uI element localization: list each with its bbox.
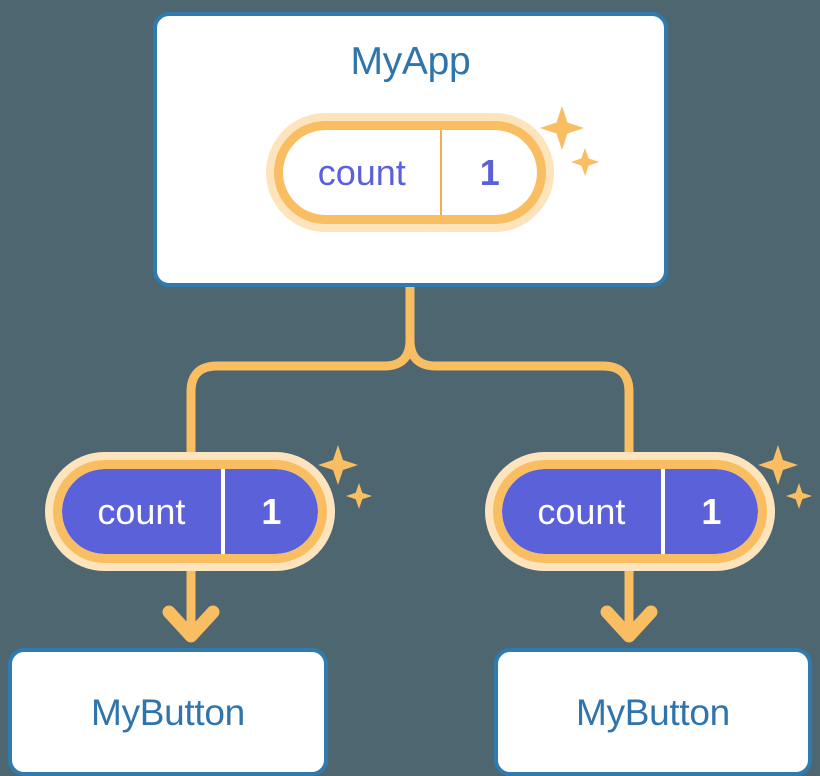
arrow-down-icon-left [162, 571, 220, 643]
page-title: MyApp [350, 40, 471, 83]
state-pill-name: count [62, 469, 221, 554]
state-pill-myapp-count[interactable]: count 1 [266, 113, 554, 232]
state-pill-inner: count 1 [502, 469, 758, 554]
state-pill-inner: count 1 [283, 130, 537, 215]
arrow-down-icon-right [600, 571, 658, 643]
component-card-mybutton-left[interactable]: MyButton [8, 648, 328, 776]
state-pill-value: 1 [479, 151, 500, 193]
state-pill-value: 1 [224, 469, 318, 554]
state-pill-name: count [317, 151, 406, 193]
state-pill-value: 1 [664, 469, 758, 554]
component-card-title: MyButton [576, 691, 730, 733]
component-card-mybutton-right[interactable]: MyButton [494, 648, 812, 776]
state-pill-inner: count 1 [62, 469, 318, 554]
state-pill-mybutton-count-right[interactable]: count 1 [485, 452, 775, 571]
state-pill-divider [660, 469, 665, 554]
connector-branch-left [186, 339, 415, 452]
state-pill-divider [220, 469, 225, 554]
state-pill-divider [440, 130, 443, 215]
state-pill-mybutton-count-left[interactable]: count 1 [45, 452, 335, 571]
state-pill-name: count [502, 469, 661, 554]
connector-branch-right [405, 339, 634, 452]
component-card-title: MyButton [91, 691, 245, 733]
